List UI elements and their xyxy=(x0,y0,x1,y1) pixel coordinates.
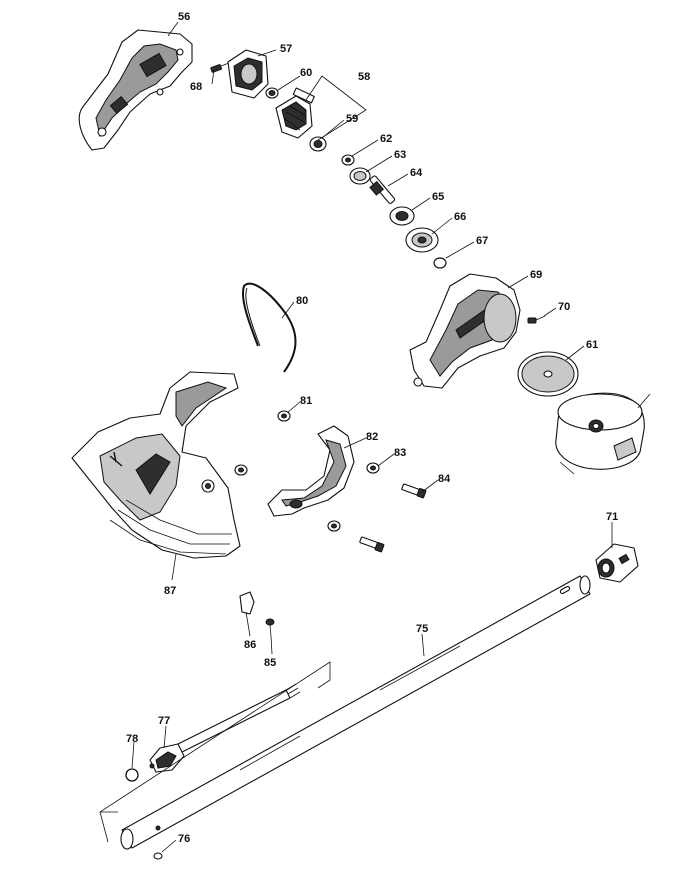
part-59-bearing xyxy=(309,136,327,152)
label-83: 83 xyxy=(394,447,406,459)
label-76: 76 xyxy=(178,833,190,845)
label-81: 81 xyxy=(300,395,312,407)
label-63: 63 xyxy=(394,149,406,161)
part-75-shaft xyxy=(120,575,591,850)
part-78-o-ring xyxy=(125,768,139,782)
part-57-stator xyxy=(227,49,269,99)
label-87: 87 xyxy=(164,585,176,597)
part-65-bearing xyxy=(389,206,415,226)
part-70-screw xyxy=(527,315,546,324)
label-69: 69 xyxy=(530,269,542,281)
part-69-gear-housing xyxy=(409,273,521,389)
label-78: 78 xyxy=(126,733,138,745)
spool-head xyxy=(555,392,651,475)
part-63-gear xyxy=(349,167,371,185)
label-85: 85 xyxy=(264,657,276,669)
part-85-screw xyxy=(265,618,275,637)
part-66-flange xyxy=(405,227,439,253)
part-62-washer xyxy=(341,154,355,166)
part-64-spindle xyxy=(369,175,396,204)
part-71-coupling xyxy=(595,543,639,583)
assembly-guide-lines xyxy=(99,661,331,843)
label-80: 80 xyxy=(296,295,308,307)
label-64: 64 xyxy=(410,167,423,179)
label-65: 65 xyxy=(432,191,444,203)
part-56-motor-housing xyxy=(78,29,193,151)
label-86: 86 xyxy=(244,639,256,651)
part-86-clip xyxy=(239,591,255,615)
label-84: 84 xyxy=(438,473,451,485)
part-84-bolt xyxy=(401,483,427,499)
part-58-armature xyxy=(275,87,315,139)
part-80-wire-guard xyxy=(242,282,297,373)
label-77: 77 xyxy=(158,715,170,727)
label-68: 68 xyxy=(190,81,202,93)
label-66: 66 xyxy=(454,211,466,223)
label-71: 71 xyxy=(606,511,618,523)
label-56: 56 xyxy=(178,11,190,23)
part-61-disc xyxy=(517,351,579,397)
part-77-wire-harness xyxy=(149,683,301,773)
leader-lines xyxy=(131,21,613,853)
label-60: 60 xyxy=(300,67,312,79)
lower-washer-bolt xyxy=(327,520,385,553)
part-83-nut xyxy=(366,462,380,474)
label-67: 67 xyxy=(476,235,488,247)
guard-washer xyxy=(234,464,248,476)
label-61: 61 xyxy=(586,339,598,351)
label-59: 59 xyxy=(346,113,358,125)
part-76-plug xyxy=(153,852,163,860)
label-57: 57 xyxy=(280,43,292,55)
part-labels: 56 57 58 59 60 61 62 63 64 65 66 67 68 6… xyxy=(126,11,618,845)
part-67-o-ring xyxy=(433,257,447,269)
label-75: 75 xyxy=(416,623,428,635)
label-70: 70 xyxy=(558,301,570,313)
part-81-nut xyxy=(277,410,291,422)
part-68-screw xyxy=(210,62,230,73)
part-87-blade-guard xyxy=(71,371,241,559)
part-82-guard-bracket xyxy=(267,425,355,517)
label-62: 62 xyxy=(380,133,392,145)
part-60-bearing xyxy=(265,87,279,99)
label-82: 82 xyxy=(366,431,378,443)
label-58: 58 xyxy=(358,71,370,83)
